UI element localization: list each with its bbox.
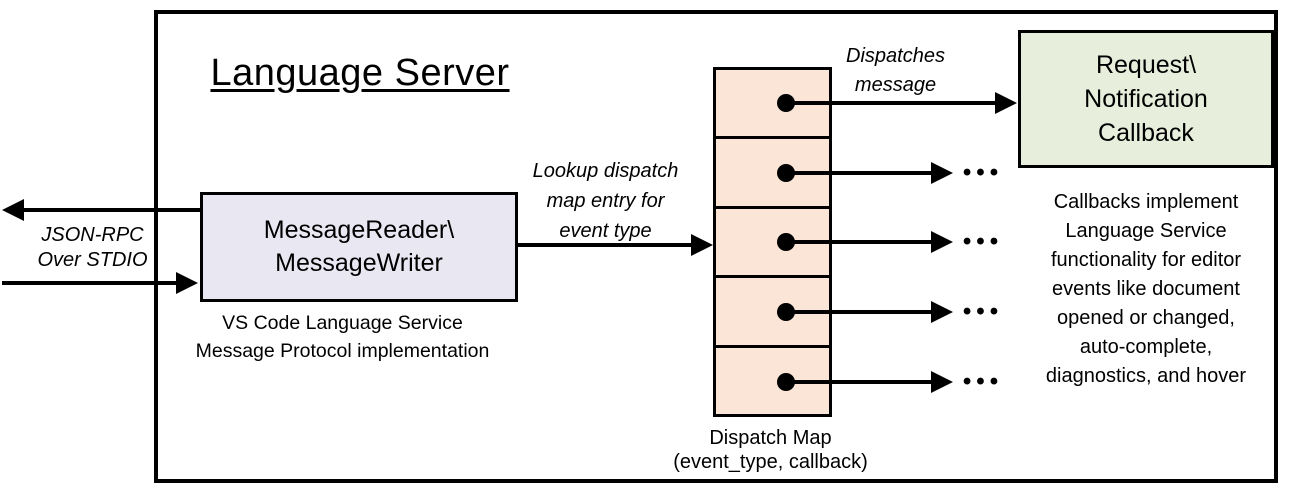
dispatch-map-caption: Dispatch Map (event_type, callback) [673,427,868,473]
stdio-out-arrow-line [18,208,200,212]
callback-box: Request\ Notification Callback [1018,30,1274,168]
lookup-arrow-line [517,243,693,247]
ellipsis-label: ••• [962,368,1004,395]
stdio-out-arrowhead-icon [2,199,24,221]
dispatches-message-label: Dispatches message [846,45,945,96]
dispatch-arrow-line [786,101,997,105]
stdio-in-arrowhead-icon [176,272,198,294]
message-reader-label: MessageReader\ MessageWriter [263,216,455,277]
dispatch-map-cell [716,344,829,414]
dispatch-arrow-line [786,240,932,244]
language-server-box [154,10,1278,483]
stdio-in-arrow-line [2,281,178,285]
dispatch-arrow-line [786,310,932,314]
dispatch-arrowhead-icon [931,301,953,323]
dispatch-arrowhead-icon [931,162,953,184]
dispatch-map-cell [716,136,829,205]
dispatch-arrowhead-icon [995,92,1017,114]
dispatch-map-cell [716,205,829,275]
ellipsis-label: ••• [962,159,1004,186]
dispatch-arrowhead-icon [931,371,953,393]
diagram-title: Language Server [210,52,510,94]
lookup-label: Lookup dispatch map entry for event type [532,160,679,242]
ellipsis-label: ••• [962,298,1004,325]
json-rpc-label: JSON-RPC Over STDIO [37,224,148,271]
dispatch-arrow-line [786,380,932,384]
callback-box-label: Request\ Notification Callback [1084,51,1208,147]
callbacks-caption: Callbacks implement Language Service fun… [1045,191,1247,387]
ellipsis-label: ••• [962,228,1004,255]
dispatch-arrow-line [786,171,932,175]
lookup-arrowhead-icon [691,234,713,256]
dispatch-arrowhead-icon [931,231,953,253]
message-reader-box: MessageReader\ MessageWriter [200,192,518,302]
dispatch-map-cell [716,275,829,344]
message-reader-caption: VS Code Language Service Message Protoco… [195,312,490,362]
